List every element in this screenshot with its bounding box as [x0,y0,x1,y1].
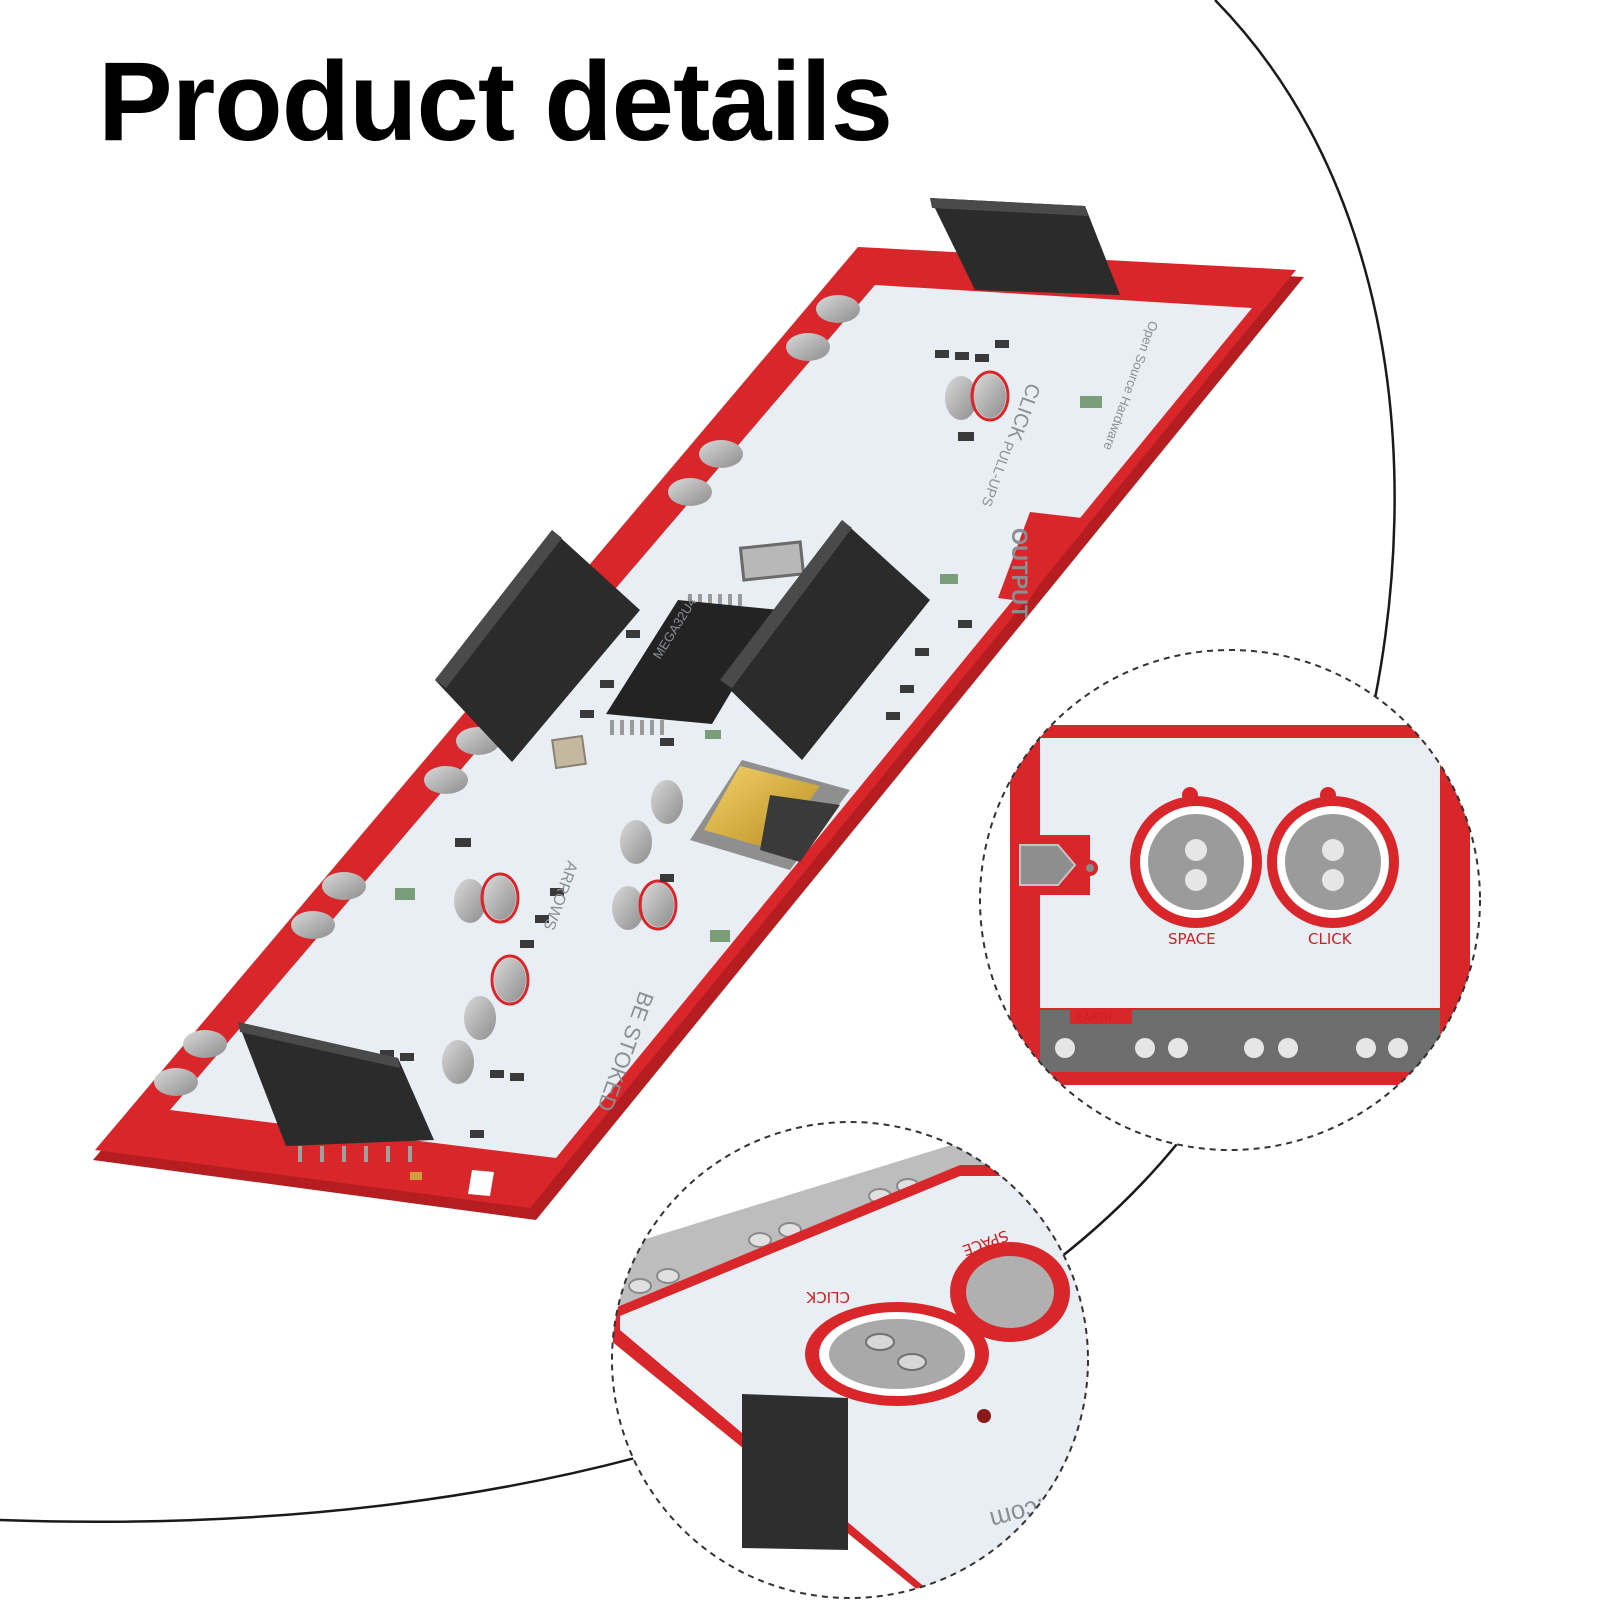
panel-pad-rings [480,370,1010,1006]
header-bottom [238,1022,434,1162]
zoom-top-space-pad [1130,787,1262,928]
pcb-board: MEGA32U4 [93,198,1304,1220]
crystal-oscillator [738,540,806,582]
mcu-chip: MEGA32U4 [606,594,780,735]
header-left-middle [435,530,640,762]
zoom-circle-top: SPACE CLICK EARTH [979,649,1481,1151]
silk-output: OUTPUT [1007,528,1032,619]
smd-components [380,340,1102,1180]
board-logo [468,1170,494,1196]
panel-pads [442,374,1006,1084]
usb-connector [690,760,850,870]
capacitor [551,734,587,770]
zoom-top-click-pad [1267,787,1399,928]
output-tab [998,512,1082,602]
zoom-top-space-label: SPACE [1168,930,1216,948]
zoom-top-click-label: CLICK [1308,930,1353,948]
page-title: Product details [98,39,893,164]
zoom-bottom-click-label: CLICK [805,1288,850,1306]
zoom-circle-bottom: CLICK SPACE key.com [611,1121,1089,1599]
zoom-top-earth-label: EARTH [1076,1011,1112,1024]
header-right-middle [720,520,930,760]
zoom-bottom-header-pin [742,1394,848,1550]
left-edge-pads [154,295,860,1096]
zoom-top-earth-pads [1055,1038,1408,1058]
header-top [930,198,1120,295]
